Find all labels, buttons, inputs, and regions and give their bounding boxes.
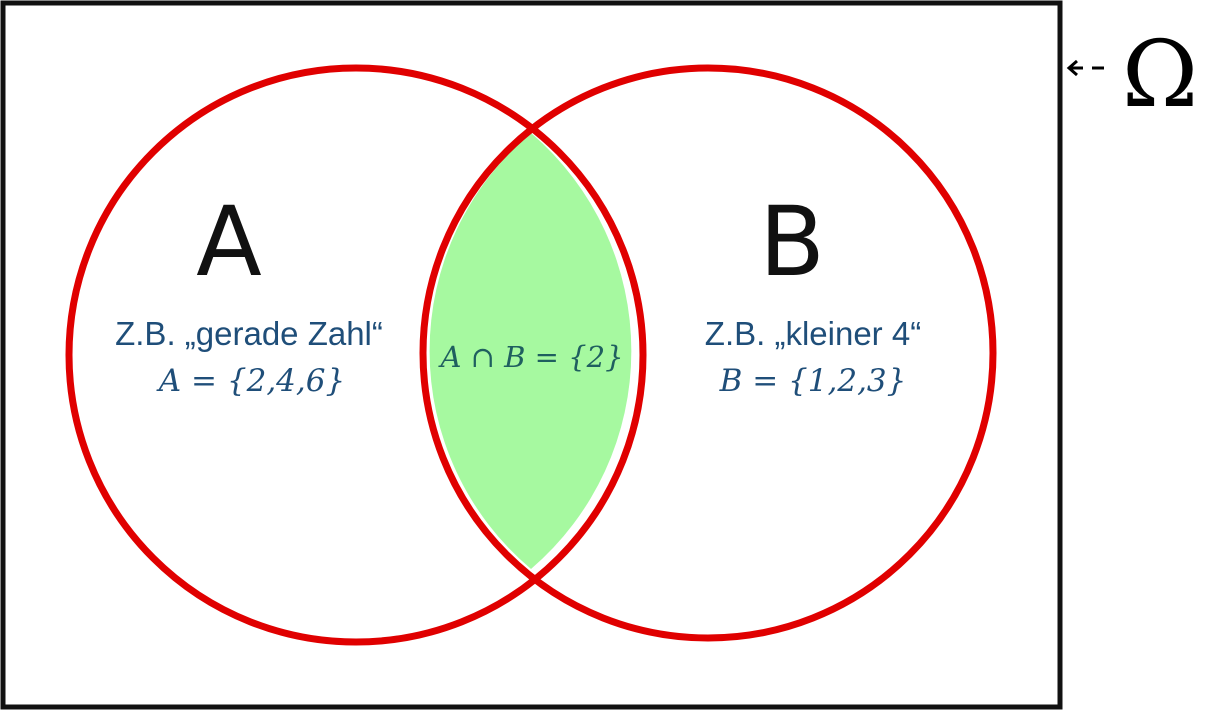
- set-a-formula: A = {2,4,6}: [156, 363, 345, 399]
- set-b-description: Z.B. „kleiner 4“: [705, 315, 921, 352]
- universe-arrow-icon: [1066, 59, 1104, 77]
- intersection-region: [429, 133, 632, 569]
- set-a-circle: [65, 64, 647, 646]
- universe-symbol: Ω: [1122, 21, 1198, 128]
- set-a-description: Z.B. „gerade Zahl“: [115, 315, 383, 352]
- set-b-circle: [419, 64, 997, 642]
- set-a-label: A: [196, 186, 262, 298]
- set-b-label: B: [759, 186, 825, 298]
- set-b-formula: B = {1,2,3}: [719, 363, 907, 399]
- intersection-formula: A ∩ B = {2}: [437, 340, 623, 374]
